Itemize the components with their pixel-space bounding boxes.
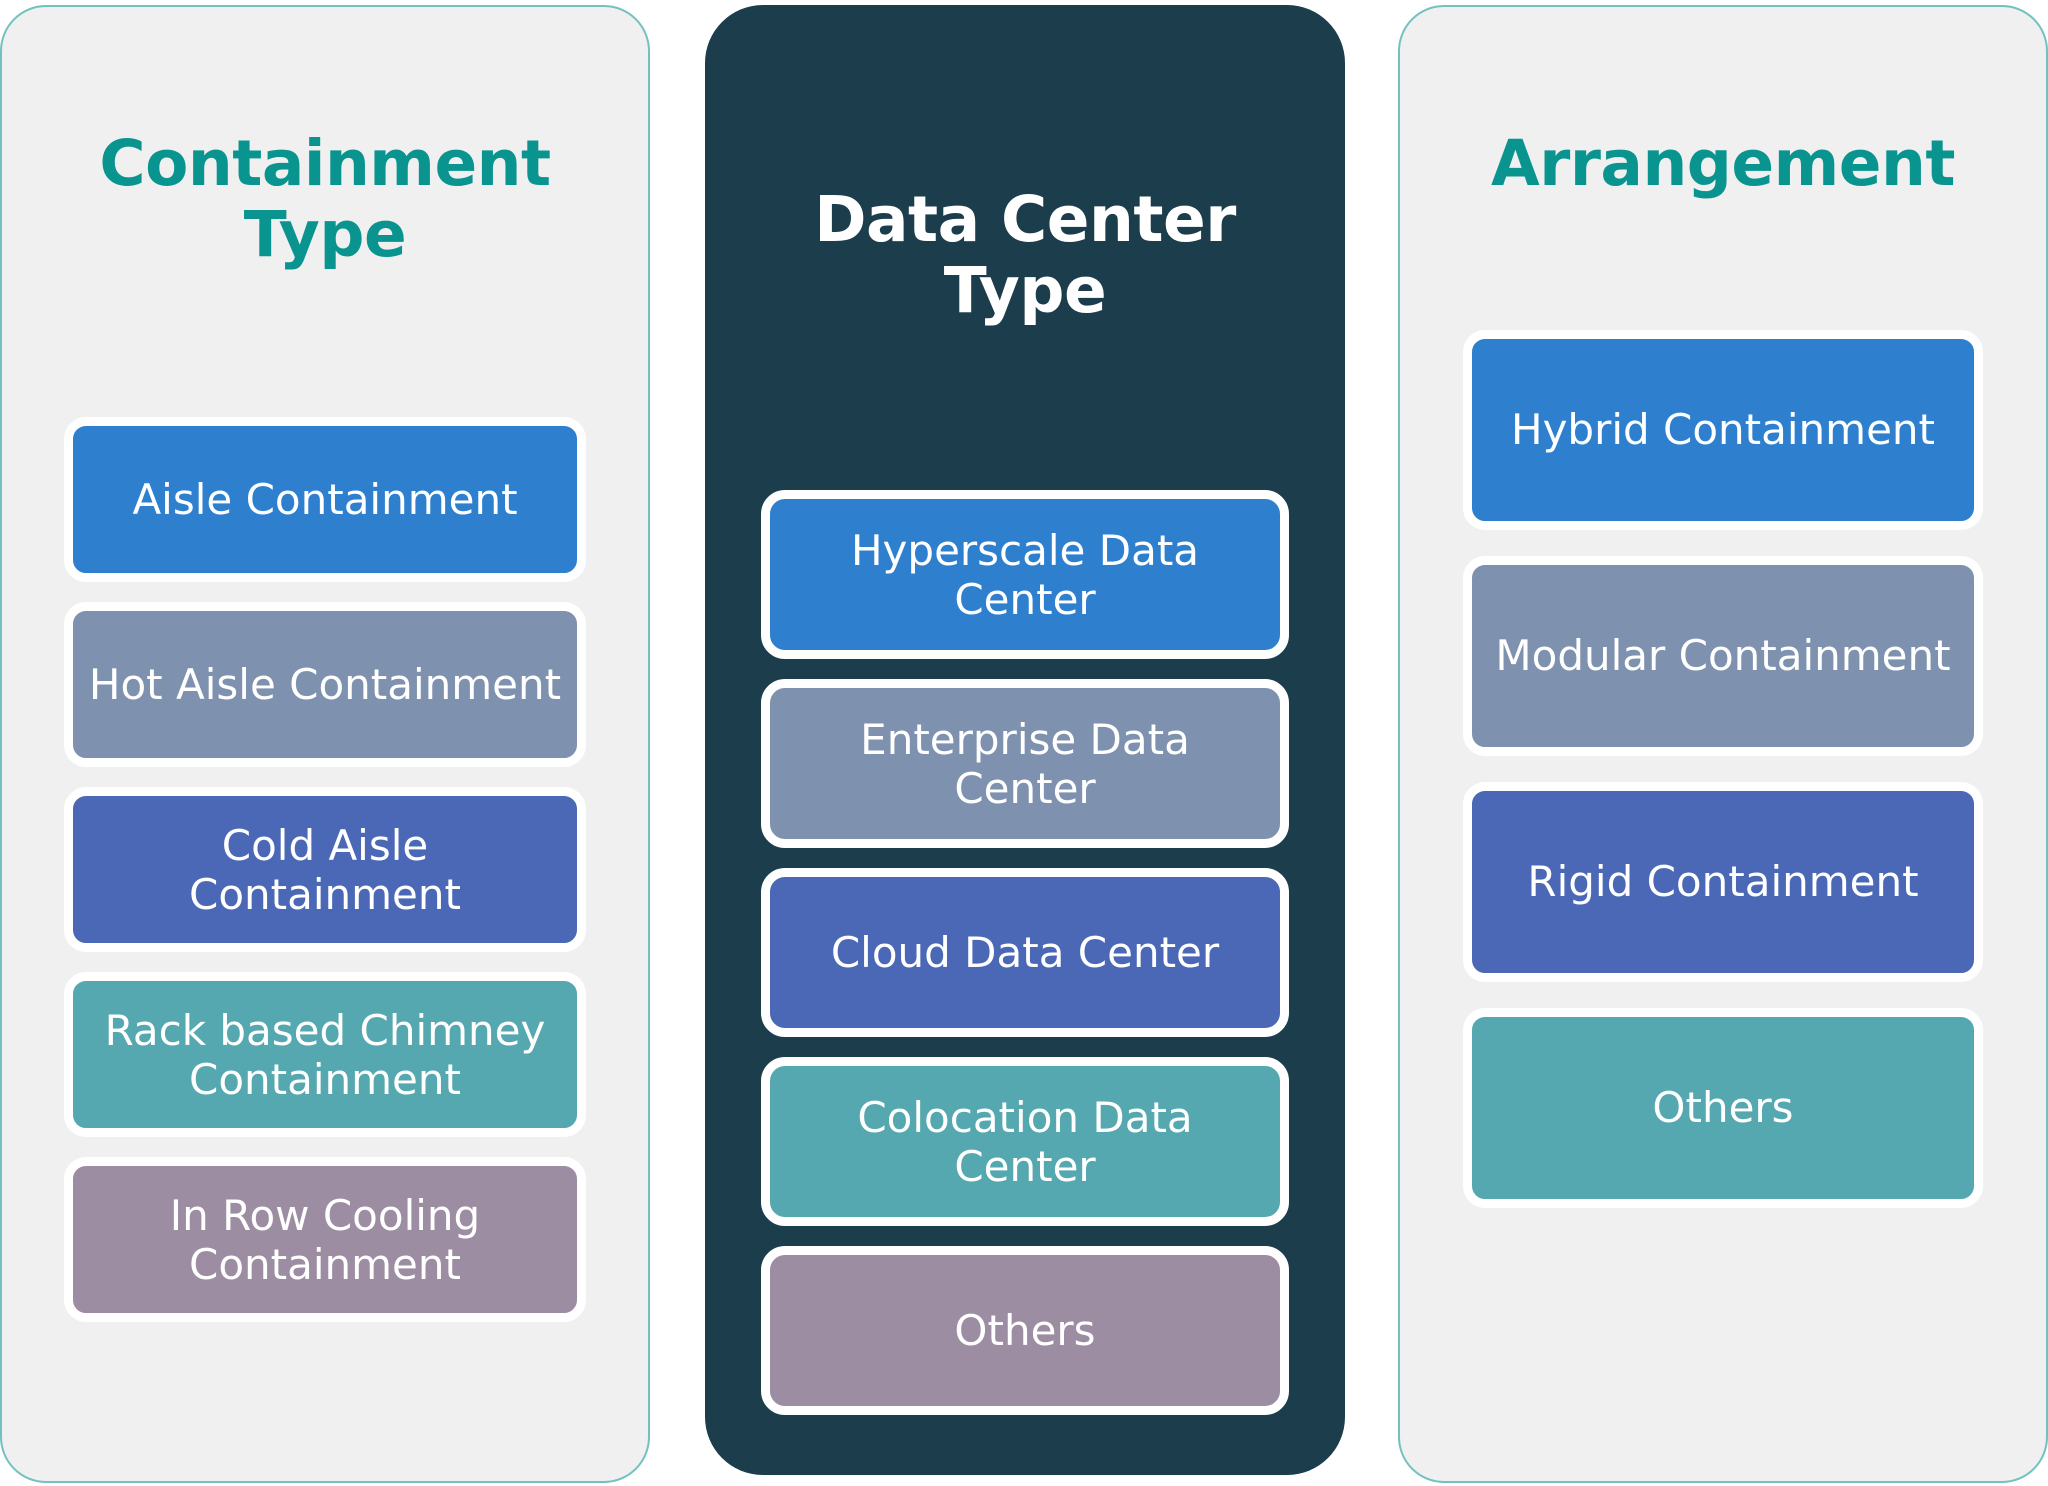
card-label: Others bbox=[954, 1306, 1096, 1356]
card-label: Hot Aisle Containment bbox=[88, 660, 562, 710]
card-others-data-center[interactable]: Others bbox=[761, 1246, 1289, 1416]
card-label: Enterprise Data Center bbox=[860, 714, 1190, 813]
panel-data-center-type: Data Center Type Hyperscale Data Center … bbox=[705, 5, 1345, 1475]
card-label: Rigid Containment bbox=[1527, 857, 1919, 907]
panel-containment-type: Containment Type Aisle Containment Hot A… bbox=[0, 5, 650, 1483]
card-label: Rack based Chimney Containment bbox=[104, 1005, 546, 1104]
card-label: Colocation Data Center bbox=[857, 1092, 1193, 1191]
card-label: Cold Aisle Containment bbox=[189, 820, 461, 919]
card-in-row-cooling-containment[interactable]: In Row Cooling Containment bbox=[64, 1157, 586, 1323]
card-label: In Row Cooling Containment bbox=[169, 1190, 481, 1289]
card-stack-arrangement: Hybrid Containment Modular Containment R… bbox=[1400, 329, 2046, 1208]
card-hybrid-containment[interactable]: Hybrid Containment bbox=[1463, 329, 1983, 530]
panel-title-data-center-type: Data Center Type bbox=[814, 183, 1236, 327]
card-label: Others bbox=[1652, 1083, 1794, 1133]
card-stack-containment-type: Aisle Containment Hot Aisle Containment … bbox=[2, 417, 648, 1323]
card-label: Hyperscale Data Center bbox=[850, 525, 1200, 624]
card-label: Hybrid Containment bbox=[1510, 405, 1936, 455]
panel-arrangement: Arrangement Hybrid Containment Modular C… bbox=[1398, 5, 2048, 1483]
card-label: Aisle Containment bbox=[132, 475, 518, 525]
panel-title-arrangement: Arrangement bbox=[1491, 127, 1955, 200]
card-rigid-containment[interactable]: Rigid Containment bbox=[1463, 781, 1983, 982]
card-hyperscale-data-center[interactable]: Hyperscale Data Center bbox=[761, 490, 1289, 660]
card-enterprise-data-center[interactable]: Enterprise Data Center bbox=[761, 679, 1289, 849]
card-stack-data-center-type: Hyperscale Data Center Enterprise Data C… bbox=[705, 490, 1345, 1416]
card-cold-aisle-containment[interactable]: Cold Aisle Containment bbox=[64, 787, 586, 953]
card-label: Modular Containment bbox=[1495, 631, 1951, 681]
card-others-arrangement[interactable]: Others bbox=[1463, 1007, 1983, 1208]
card-hot-aisle-containment[interactable]: Hot Aisle Containment bbox=[64, 602, 586, 768]
card-aisle-containment[interactable]: Aisle Containment bbox=[64, 417, 586, 583]
panel-title-containment-type: Containment Type bbox=[99, 127, 551, 271]
card-colocation-data-center[interactable]: Colocation Data Center bbox=[761, 1057, 1289, 1227]
card-modular-containment[interactable]: Modular Containment bbox=[1463, 555, 1983, 756]
card-rack-based-chimney-containment[interactable]: Rack based Chimney Containment bbox=[64, 972, 586, 1138]
card-cloud-data-center[interactable]: Cloud Data Center bbox=[761, 868, 1289, 1038]
card-label: Cloud Data Center bbox=[830, 928, 1220, 978]
